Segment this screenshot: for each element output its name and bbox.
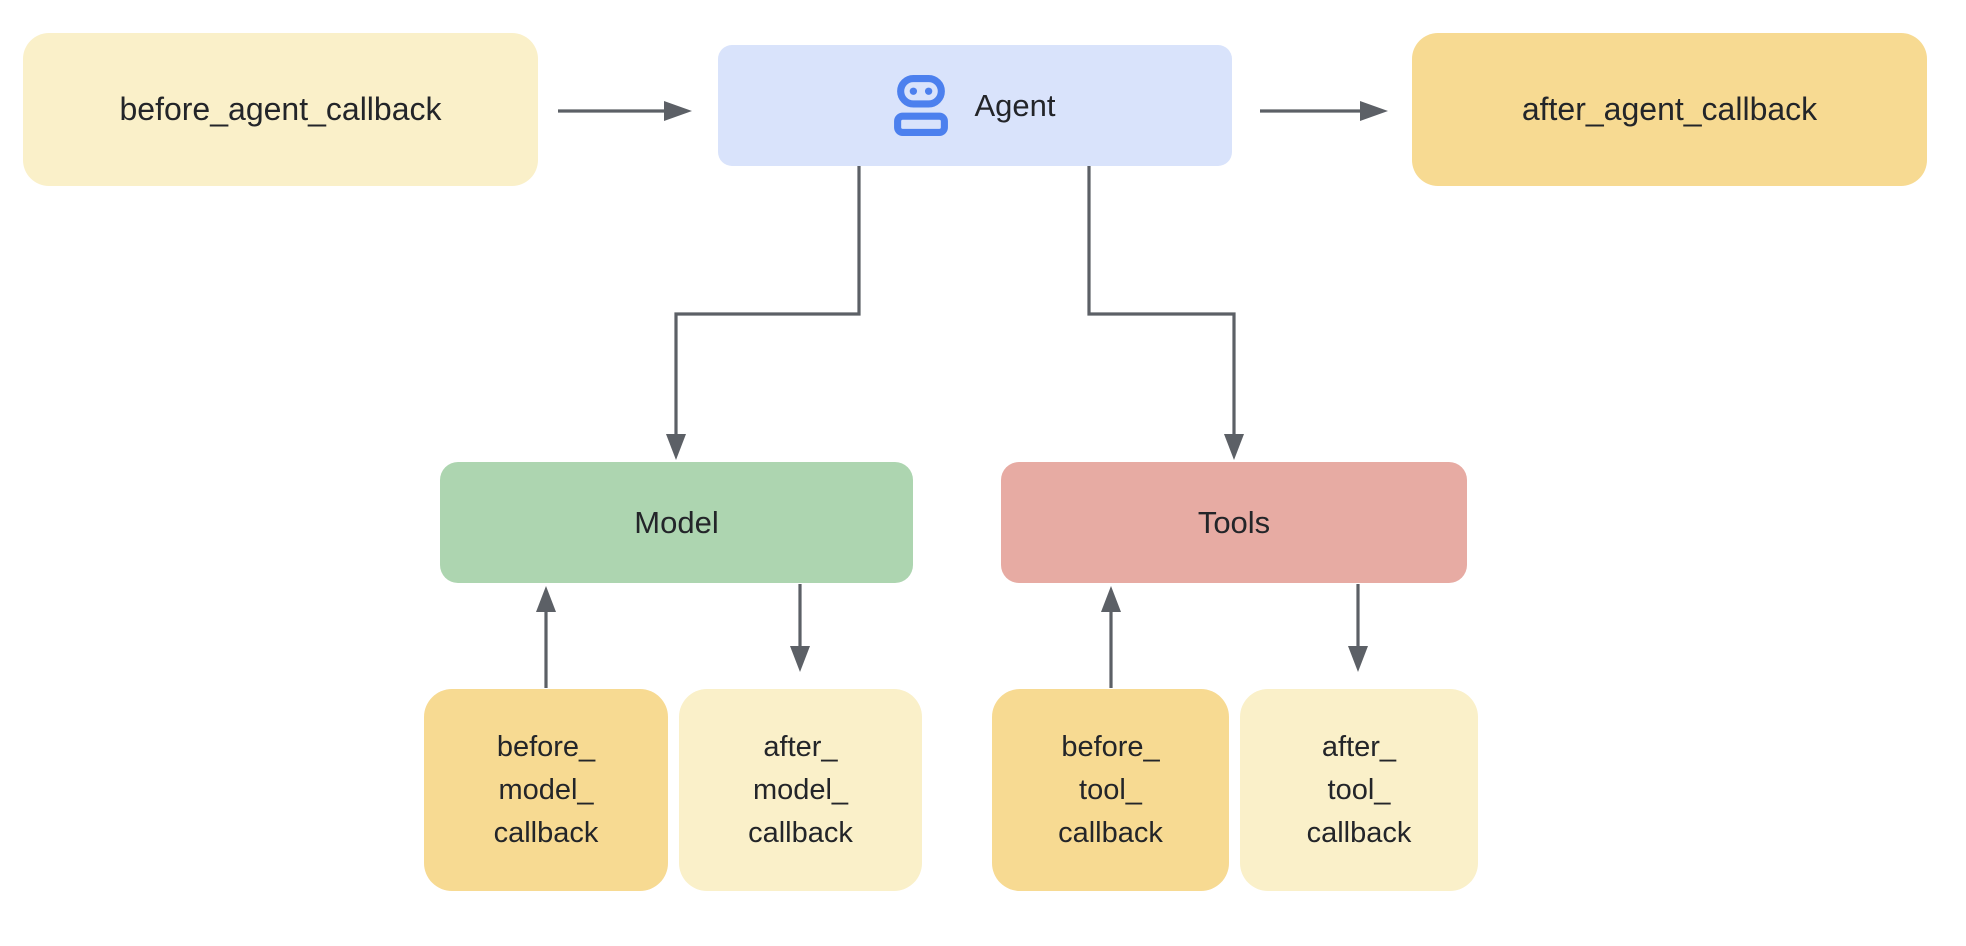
model-node: Model: [440, 462, 913, 583]
edge-agent-to-after-agent: [1260, 101, 1388, 121]
before-agent-callback-label: before_agent_callback: [119, 91, 442, 127]
after-tool-callback-line: after_: [1321, 730, 1397, 763]
before-tool-callback-line: callback: [1058, 816, 1163, 849]
after-tool-callback-line: tool_: [1327, 773, 1391, 806]
robot-icon: [894, 75, 949, 136]
after-model-callback-node: after_ model_ callback: [679, 689, 922, 891]
tools-label: Tools: [1197, 504, 1271, 540]
before-agent-callback-node: before_agent_callback: [23, 33, 538, 186]
after-model-callback-line: callback: [748, 816, 853, 849]
edge-before-agent-to-agent: [558, 101, 692, 121]
tools-node: Tools: [1001, 462, 1467, 583]
edge-agent-to-tools: [1087, 166, 1244, 460]
edge-agent-to-model: [666, 166, 861, 460]
agent-label: Agent: [974, 87, 1056, 123]
before-model-callback-line: before_: [496, 730, 596, 763]
after-model-callback-line: model_: [752, 773, 849, 806]
before-model-callback-node: before_ model_ callback: [424, 689, 668, 891]
edge-tools-to-after-tool: [1348, 584, 1368, 672]
before-tool-callback-line: before_: [1061, 730, 1160, 763]
before-model-callback-line: callback: [493, 816, 599, 849]
edge-model-to-after-model: [790, 584, 810, 672]
edge-before-model-to-model: [536, 586, 556, 688]
after-agent-callback-label: after_agent_callback: [1521, 91, 1818, 127]
after-agent-callback-node: after_agent_callback: [1412, 33, 1927, 186]
agent-node: Agent: [718, 45, 1232, 166]
after-model-callback-line: after_: [763, 730, 838, 763]
after-tool-callback-node: after_ tool_ callback: [1240, 689, 1478, 891]
before-tool-callback-node: before_ tool_ callback: [992, 689, 1229, 891]
before-tool-callback-line: tool_: [1079, 773, 1142, 806]
before-model-callback-line: model_: [498, 773, 594, 806]
edge-before-tool-to-tools: [1101, 586, 1121, 688]
after-tool-callback-line: callback: [1306, 816, 1412, 849]
model-label: Model: [634, 504, 719, 540]
